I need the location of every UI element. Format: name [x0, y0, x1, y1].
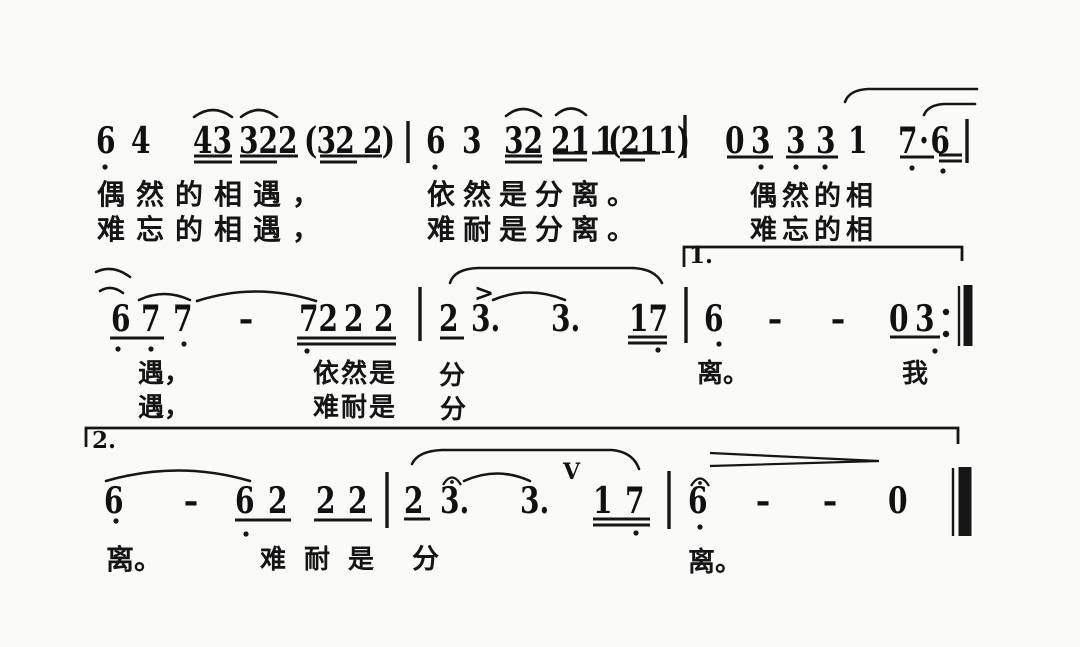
lyric-line: 难忘的相 [750, 215, 878, 246]
note-token: 6 [96, 120, 116, 162]
lyric-line: 离。 [697, 359, 750, 389]
note-token: 1 [593, 480, 613, 522]
note-token: 43 [193, 120, 233, 162]
dash-extend: – [831, 298, 846, 340]
beams [110, 151, 962, 527]
note-token: 2 [348, 480, 368, 522]
note-token: 3. [520, 480, 550, 522]
note-token: 6 [426, 120, 446, 162]
note-token: 4 [131, 120, 151, 162]
fermata-marks [442, 476, 710, 487]
note-token: 3. [471, 298, 501, 340]
dash-extend: – [823, 480, 838, 522]
note-token: 17 [629, 298, 669, 340]
note-token: 3. [440, 480, 470, 522]
note-token-parenthetical: (32 2) [304, 120, 395, 162]
dash-extend: – [184, 480, 199, 522]
lyric-line: 依然是分离。 [427, 178, 644, 211]
note-token: 3 [915, 298, 935, 340]
note-token: 2 [268, 480, 288, 522]
volta-brackets [84, 245, 964, 447]
rest-token: 0 [888, 480, 908, 522]
accent-mark: > [474, 278, 495, 307]
note-token: 3 [462, 120, 482, 162]
lyric-line: 分 [439, 361, 466, 391]
lyric-line: 难耐是 [260, 545, 393, 575]
end-repeat-barline [942, 285, 973, 346]
rest-token: 0 [725, 120, 745, 162]
note-token: 7 [173, 298, 193, 340]
dash-extend: – [239, 298, 254, 340]
note-token: 72 [299, 298, 339, 340]
note-token: 6 [235, 480, 255, 522]
note-token: 3. [551, 298, 581, 340]
note-token: 2 [278, 120, 298, 162]
octave-dots [102, 164, 946, 537]
note-token: 7·6 [898, 120, 952, 162]
note-token: 7 [625, 480, 645, 522]
volta-1-label: 1. [689, 242, 714, 269]
note-token: 32 [504, 120, 544, 162]
dash-extend: – [756, 480, 771, 522]
lyric-line: 遇， [138, 393, 191, 423]
note-token: 3 [816, 120, 836, 162]
note-token: 1 [848, 120, 868, 162]
note-token: 2 [316, 480, 336, 522]
note-token-parenthetical: (211) [608, 120, 690, 162]
rest-token: 0 [889, 298, 909, 340]
note-token: 3 [751, 120, 771, 162]
final-barline [951, 467, 972, 536]
lyric-line: 分 [440, 395, 467, 425]
note-token: 2 [344, 298, 364, 340]
lyric-line: 偶然的相遇， [97, 178, 332, 211]
dash-extend: – [768, 298, 783, 340]
lyric-line: 依然是 [313, 359, 398, 389]
lyric-line: 离。 [106, 543, 163, 576]
note-token: 7 [141, 298, 161, 340]
note-token: 2 [439, 298, 459, 340]
lyric-line: 难忘的相遇， [97, 213, 332, 246]
note-token: 3 [786, 120, 806, 162]
slurs-and-ties [94, 87, 979, 483]
note-token: 32 [239, 120, 279, 162]
lyric-line: 难耐是分离。 [427, 213, 644, 246]
note-token: 21 [551, 120, 591, 162]
breath-mark: V [563, 459, 581, 485]
lyric-line: 偶然的相 [750, 181, 878, 212]
note-token: 6 [111, 298, 131, 340]
decrescendo-hairpin [709, 451, 880, 468]
note-token: 6 [104, 480, 124, 522]
barlines [385, 115, 969, 529]
lyric-line: 遇， [138, 359, 191, 389]
note-token: 2 [404, 480, 424, 522]
lyric-line: 难耐是 [313, 393, 398, 423]
lyric-line: 分 [412, 544, 439, 575]
note-token: 6 [704, 298, 724, 340]
lyric-line: 我 [902, 359, 929, 389]
volta-2-label: 2. [92, 427, 117, 454]
note-token: 1 [595, 120, 615, 162]
note-token: 6 [688, 480, 708, 522]
note-token: 2 [374, 298, 394, 340]
lyric-line: 离。 [688, 547, 742, 578]
